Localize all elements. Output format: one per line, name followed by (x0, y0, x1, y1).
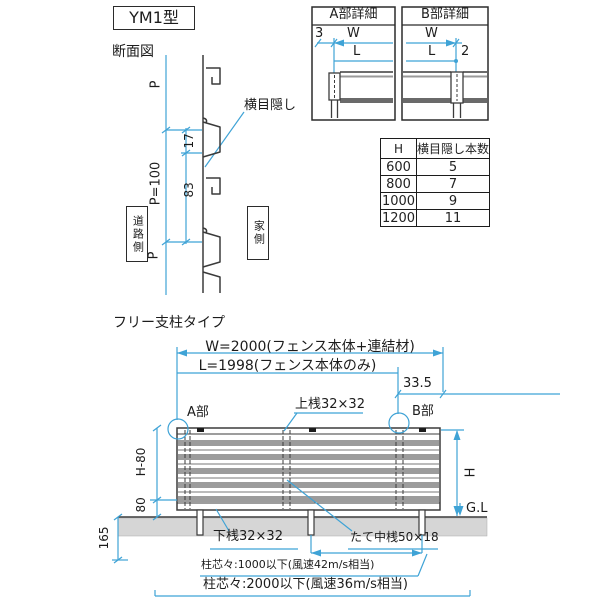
table-row: 1000 9 (380, 192, 490, 210)
detail-a-dim-w: W (347, 26, 360, 41)
dim-33-5: 33.5 (403, 376, 432, 391)
table-header-row: H 横目隠し本数 (380, 138, 490, 159)
part-b-label: B部 (412, 404, 434, 419)
dim-h-minus-80: H-80 (134, 447, 149, 477)
dim-p-100: P=100 (148, 161, 164, 206)
dim-h: H (463, 467, 479, 478)
section-view-label: 断面図 (112, 44, 154, 60)
horizontal-slat-label: 横目隠し (244, 98, 297, 113)
slat-count-table: H 横目隠し本数 600 5 800 7 1000 9 1200 11 (380, 138, 490, 227)
cell-h: 600 (380, 158, 417, 176)
detail-a-title: A部詳細 (329, 7, 378, 22)
center-rail-label: たて中桟50×18 (350, 530, 439, 544)
cell-h: 1000 (380, 192, 417, 210)
top-rail-label: 上桟32×32 (295, 397, 365, 412)
elevation-dimension-lines (112, 347, 560, 597)
table-row: 1200 11 (380, 209, 490, 227)
dim-17: 17 (182, 133, 197, 149)
col-header-count: 横目隠し本数 (416, 138, 490, 159)
cell-count: 5 (416, 158, 490, 176)
ground-level-label: G.L (466, 501, 488, 516)
elevation-fence-body (176, 427, 441, 511)
elevation-title: フリー支柱タイプ (113, 315, 225, 331)
col-header-h: H (380, 138, 417, 159)
cell-count: 9 (416, 192, 490, 210)
cell-count: 11 (416, 209, 490, 227)
dim-w-2000: W=2000(フェンス本体+連結材) (205, 339, 415, 355)
cell-count: 7 (416, 175, 490, 193)
detail-b-dim-2: 2 (461, 44, 470, 59)
table-row: 600 5 (380, 158, 490, 176)
bottom-rail-label: 下桟32×32 (213, 529, 283, 544)
table-row: 800 7 (380, 175, 490, 193)
road-side-label: 道路側 (126, 206, 148, 262)
dim-l-1998: L=1998(フェンス本体のみ) (198, 358, 377, 374)
detail-a-dim-l: L (353, 44, 361, 59)
cell-h: 800 (380, 175, 417, 193)
detail-b-dim-w: W (425, 26, 438, 41)
post-spacing-note-2000: 柱芯々:2000以下(風速36m/s相当) (203, 577, 408, 592)
cross-section-dimension-lines (161, 55, 245, 295)
dim-p-bottom: P (146, 251, 162, 260)
detail-b-linework (401, 6, 489, 121)
detail-b-dim-l: L (428, 44, 436, 59)
detail-a-dim-3: 3 (315, 26, 324, 41)
model-title-box: YM1型 (113, 6, 195, 30)
dim-p-top: P (148, 80, 164, 89)
dim-83: 83 (182, 182, 197, 198)
detail-b-title: B部詳細 (421, 7, 469, 22)
model-title: YM1型 (129, 7, 179, 27)
dimension-arrowheads (177, 349, 464, 557)
detail-a-linework (311, 6, 396, 121)
part-a-label: A部 (187, 405, 209, 420)
cross-section-profile (202, 55, 221, 293)
post-spacing-note-1000: 柱芯々:1000以下(風速42m/s相当) (201, 558, 375, 571)
dim-80: 80 (134, 497, 149, 513)
dim-165: 165 (97, 526, 112, 550)
ground-and-posts (117, 509, 488, 537)
cell-h: 1200 (380, 209, 417, 227)
house-side-label: 家側 (247, 206, 269, 260)
